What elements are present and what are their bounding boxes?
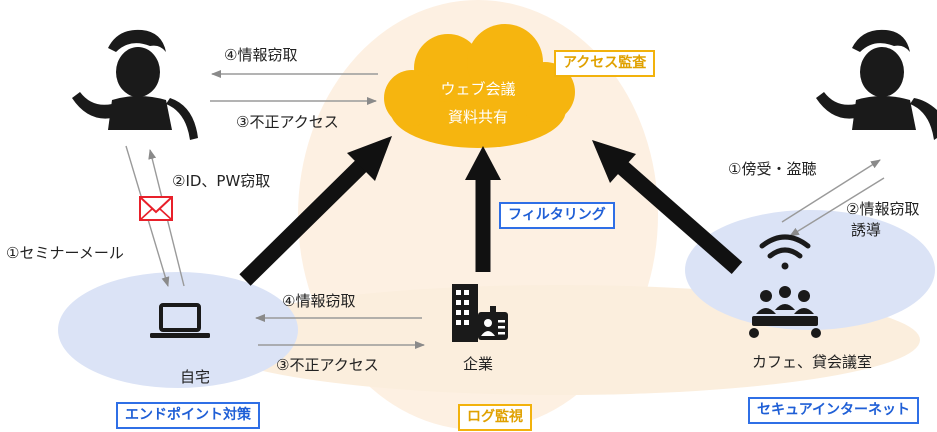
attacker-icon — [816, 29, 937, 140]
attacker-icon — [72, 29, 198, 140]
thick-arrow-company — [465, 146, 501, 272]
label-id-pw-steal: ②ID、PW窃取 — [172, 172, 271, 190]
endpoint-box: エンドポイント対策 — [116, 402, 260, 429]
label-eavesdrop: ①傍受・盗聴 — [728, 160, 817, 178]
label-seminar-mail: ①セミナーメール — [6, 244, 124, 262]
label-steal-induce-1: ②情報窃取 — [846, 200, 920, 218]
people-group-icon — [749, 286, 821, 338]
cafe-blob — [685, 210, 935, 330]
label-steal-top: ④情報窃取 — [224, 46, 298, 64]
cloud-label-web-meeting: ウェブ会議 — [440, 80, 516, 98]
label-illegal-access-bottom: ③不正アクセス — [276, 356, 379, 374]
thick-arrow-home — [239, 136, 392, 286]
thick-arrow-cafe — [592, 140, 743, 275]
mail-icon — [139, 196, 173, 221]
label-steal-induce-2: 誘導 — [851, 221, 882, 239]
label-steal-bottom: ④情報窃取 — [282, 292, 356, 310]
wifi-icon — [759, 234, 811, 270]
label-cafe: カフェ、貸会議室 — [752, 353, 873, 371]
label-home: 自宅 — [180, 368, 211, 386]
access-audit-box: アクセス監査 — [554, 50, 656, 77]
secure-internet-box: セキュアインターネット — [748, 397, 920, 424]
building-icon — [452, 284, 478, 342]
label-company: 企業 — [463, 355, 494, 373]
cloud-icon — [384, 24, 575, 148]
cloud-label-file-share: 資料共有 — [447, 108, 508, 126]
log-monitoring-box: ログ監視 — [458, 404, 532, 431]
label-illegal-access-top: ③不正アクセス — [236, 113, 339, 131]
arrow-steal-induce — [789, 177, 885, 237]
id-card-icon — [478, 306, 508, 340]
filtering-box: フィルタリング — [499, 202, 615, 229]
laptop-icon — [150, 303, 210, 338]
arrow-eavesdrop — [781, 159, 881, 223]
